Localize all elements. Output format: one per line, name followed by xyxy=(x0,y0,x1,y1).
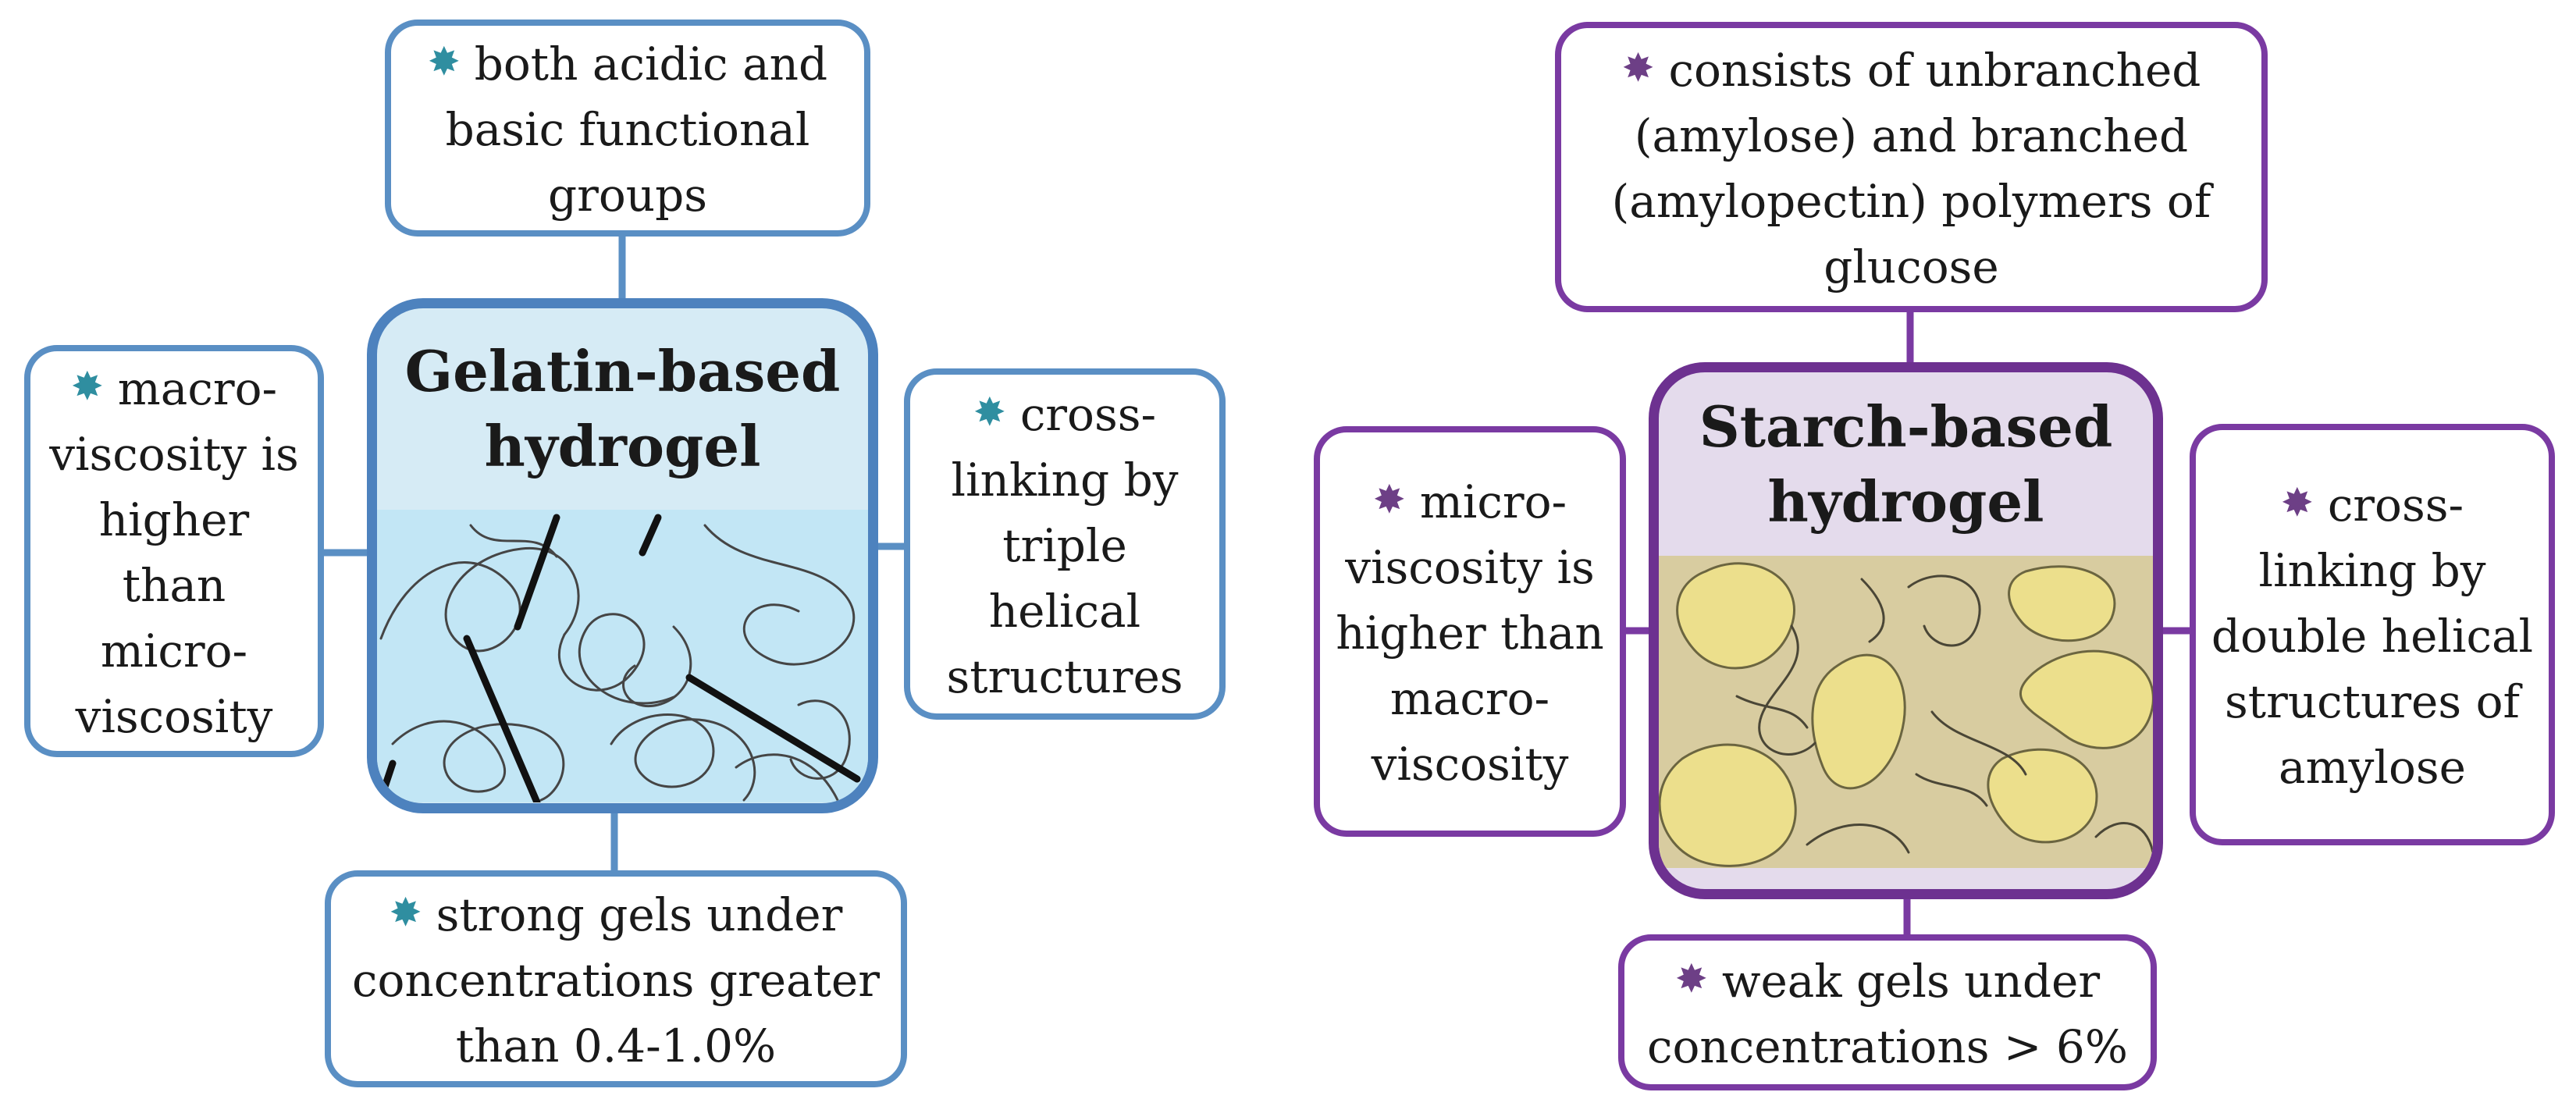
star-bullet-icon: ✸ xyxy=(2280,479,2314,525)
star-bullet-icon: ✸ xyxy=(389,889,422,935)
star-bullet-icon: ✸ xyxy=(973,389,1006,435)
starch-left-text: micro-viscosity is higher than macro-vis… xyxy=(1336,475,1604,791)
starch-granule-illustration xyxy=(1659,556,2153,868)
starch-left-box: ✸micro-viscosity is higher than macro-vi… xyxy=(1314,426,1626,837)
star-bullet-icon: ✸ xyxy=(427,38,461,84)
gelatin-right-box: ✸cross-linking by triple helical structu… xyxy=(904,368,1226,720)
gelatin-bottom-text: strong gels under concentrations greater… xyxy=(352,888,880,1073)
gelatin-hydrogel-title: Gelatin-based hydrogel xyxy=(404,338,841,479)
gelatin-right-text: cross-linking by triple helical structur… xyxy=(946,387,1183,703)
gelatin-network-illustration xyxy=(377,510,868,802)
gelatin-hydrogel-node: Gelatin-based hydrogel xyxy=(367,298,878,813)
starch-top-text: consists of unbranched (amylose) and bra… xyxy=(1611,43,2211,293)
starch-right-box: ✸cross-linking by double helical structu… xyxy=(2190,424,2555,845)
starch-right-text: cross-linking by double helical structur… xyxy=(2211,478,2534,794)
star-bullet-icon: ✸ xyxy=(1674,955,1708,1001)
gelatin-left-box: ✸macro-viscosity is higher than micro-vi… xyxy=(24,345,324,757)
gelatin-bottom-box: ✸strong gels under concentrations greate… xyxy=(325,870,907,1087)
star-bullet-icon: ✸ xyxy=(1372,476,1406,522)
gelatin-top-box: ✸both acidic and basic functional groups xyxy=(385,20,870,237)
gelatin-left-text: macro-viscosity is higher than micro-vis… xyxy=(49,361,299,743)
gelatin-top-text: both acidic and basic functional groups xyxy=(445,37,828,222)
star-bullet-icon: ✸ xyxy=(1621,44,1655,91)
starch-bottom-box: ✸weak gels under concentrations > 6% xyxy=(1618,934,2157,1090)
star-bullet-icon: ✸ xyxy=(70,363,104,409)
starch-bottom-text: weak gels under concentrations > 6% xyxy=(1647,954,2128,1073)
starch-hydrogel-node: Starch-based hydrogel xyxy=(1649,362,2163,899)
starch-hydrogel-title: Starch-based hydrogel xyxy=(1699,393,2113,535)
starch-top-box: ✸consists of unbranched (amylose) and br… xyxy=(1555,22,2268,312)
